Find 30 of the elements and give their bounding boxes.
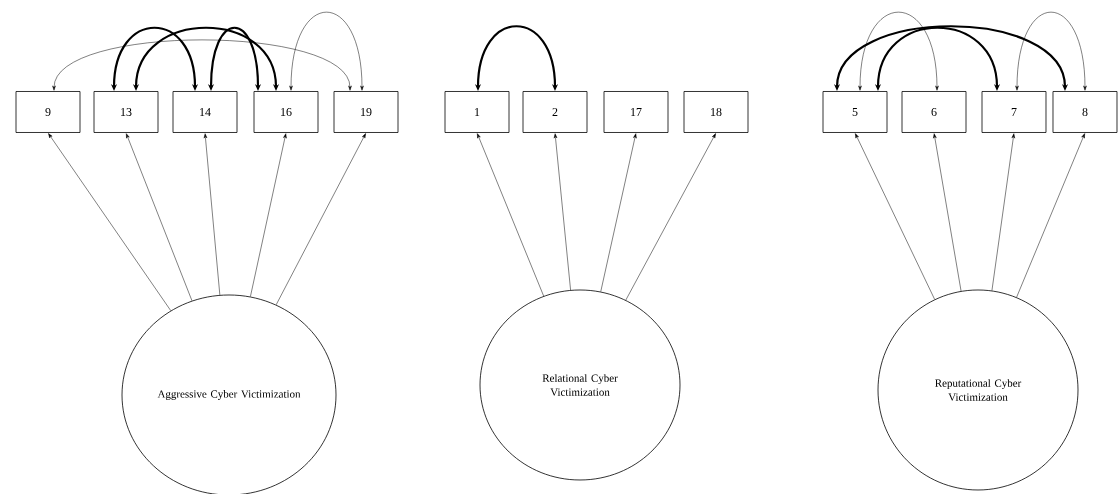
item-box: 16 [253,91,319,133]
arrow [1016,133,1085,298]
item-box: 9 [15,91,81,133]
arrow [933,133,962,292]
covariance-arc [289,11,364,91]
arrow [477,133,544,297]
arrow [600,133,637,292]
item-box: 13 [93,91,159,133]
covariance-arc [52,39,352,91]
item-box: 8 [1052,91,1118,133]
item-box: 17 [603,91,669,133]
item-box: 19 [333,91,399,133]
item-box: 5 [822,91,888,133]
item-box: 18 [683,91,749,133]
item-box: 14 [172,91,238,133]
arrow [991,133,1015,291]
item-box: 6 [901,91,967,133]
item-box: 7 [981,91,1047,133]
covariance-arc [1015,11,1087,91]
arrow [203,133,221,296]
covariance-arc [858,11,939,91]
arrow [553,133,571,291]
arrow [48,133,171,311]
arrow [855,133,935,300]
item-box: 1 [444,91,510,133]
item-box: 2 [522,91,588,133]
arrow [126,133,193,301]
arrow [250,133,287,297]
arrow [275,133,366,306]
arrow [625,133,716,301]
